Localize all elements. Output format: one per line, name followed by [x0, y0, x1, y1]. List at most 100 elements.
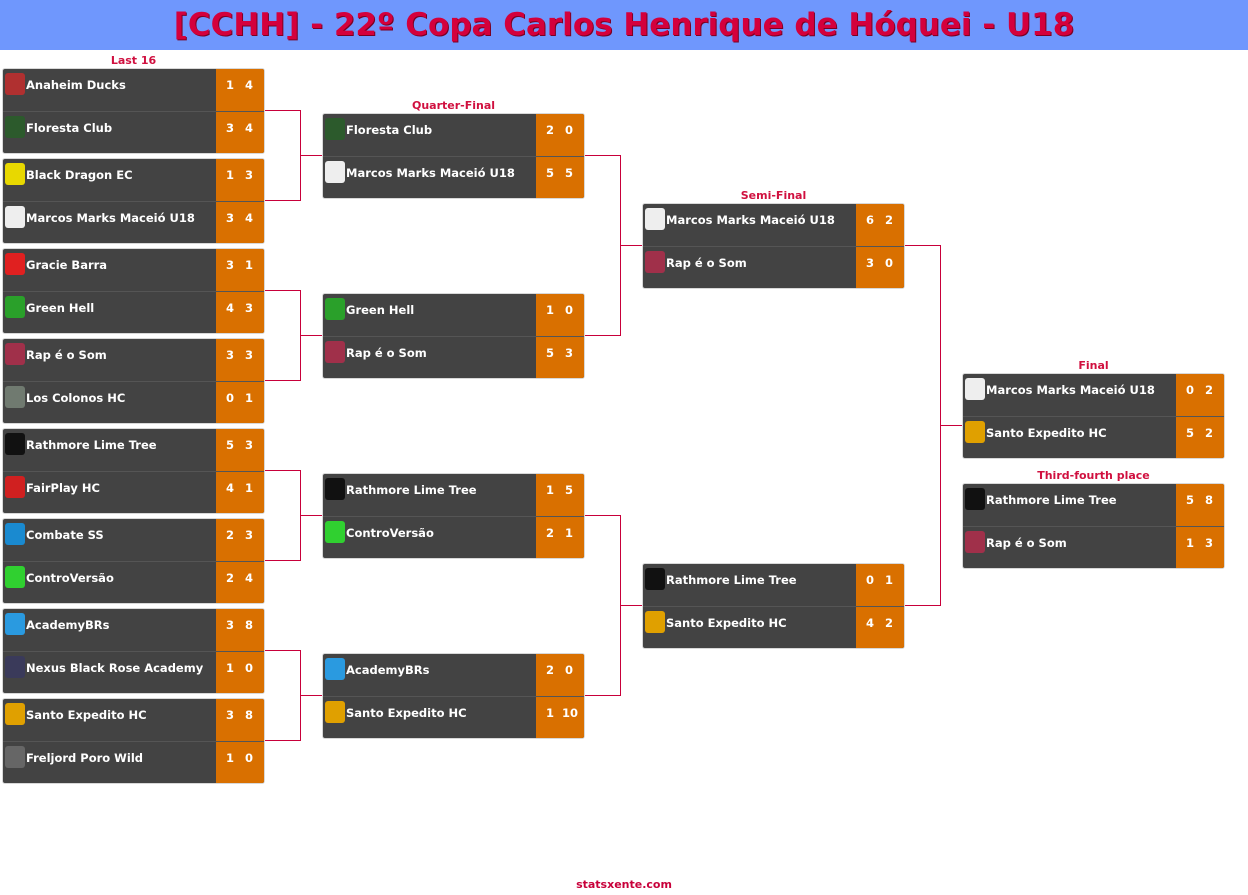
team-logo-icon: [325, 658, 345, 680]
team-name: Santo Expedito HC: [26, 708, 147, 722]
bracket-connector: [585, 515, 620, 516]
score-leg-1: 4: [865, 616, 874, 630]
team-logo-icon: [5, 253, 25, 275]
team-logo-icon: [325, 298, 345, 320]
team-name: Rathmore Lime Tree: [26, 438, 157, 452]
bracket-connector: [265, 110, 300, 111]
score-leg-1: 0: [865, 573, 874, 587]
score-leg-2: 4: [244, 121, 253, 135]
score-leg-1: 6: [865, 213, 874, 227]
score-leg-2: 2: [1204, 426, 1213, 440]
footer-link[interactable]: statsxente.com: [576, 878, 672, 891]
score-leg-2: 0: [244, 751, 253, 765]
team-name: FairPlay HC: [26, 481, 100, 495]
team-logo-icon: [645, 611, 665, 633]
score-leg-1: 5: [545, 166, 554, 180]
team-logo-icon: [965, 488, 985, 510]
score-leg-2: 3: [244, 301, 253, 315]
bracket-connector: [905, 605, 940, 606]
score-leg-1: 3: [225, 211, 234, 225]
team-name: Rathmore Lime Tree: [666, 573, 797, 587]
score-leg-2: 0: [244, 661, 253, 675]
score-leg-2: 8: [244, 708, 253, 722]
score-leg-2: 3: [564, 346, 573, 360]
score-leg-1: 1: [225, 751, 234, 765]
score-leg-2: 1: [244, 258, 253, 272]
team-logo-icon: [5, 163, 25, 185]
team-name: Green Hell: [26, 301, 95, 315]
score-leg-1: 5: [1185, 426, 1194, 440]
score-leg-2: 0: [564, 663, 573, 677]
score-leg-2: 4: [244, 571, 253, 585]
team-name: Santo Expedito HC: [666, 616, 787, 630]
team-logo-icon: [645, 568, 665, 590]
score-leg-2: 2: [1204, 383, 1213, 397]
team-name: Green Hell: [346, 303, 415, 317]
round-label: Third-fourth place: [1037, 469, 1150, 482]
team-name: Floresta Club: [346, 123, 433, 137]
bracket-connector: [265, 290, 300, 291]
bracket-connector: [620, 605, 642, 606]
team-logo-icon: [325, 161, 345, 183]
score-leg-1: 5: [545, 346, 554, 360]
score-leg-1: 2: [545, 663, 554, 677]
team-logo-icon: [5, 566, 25, 588]
team-name: Rap é o Som: [26, 348, 107, 362]
score-leg-2: 0: [564, 303, 573, 317]
bracket-connector: [265, 650, 300, 651]
score-leg-2: 1: [564, 526, 573, 540]
team-name: Marcos Marks Maceió U18: [986, 383, 1155, 397]
team-logo-icon: [965, 421, 985, 443]
score-leg-1: 1: [1185, 536, 1194, 550]
team-name: ControVersão: [346, 526, 434, 540]
